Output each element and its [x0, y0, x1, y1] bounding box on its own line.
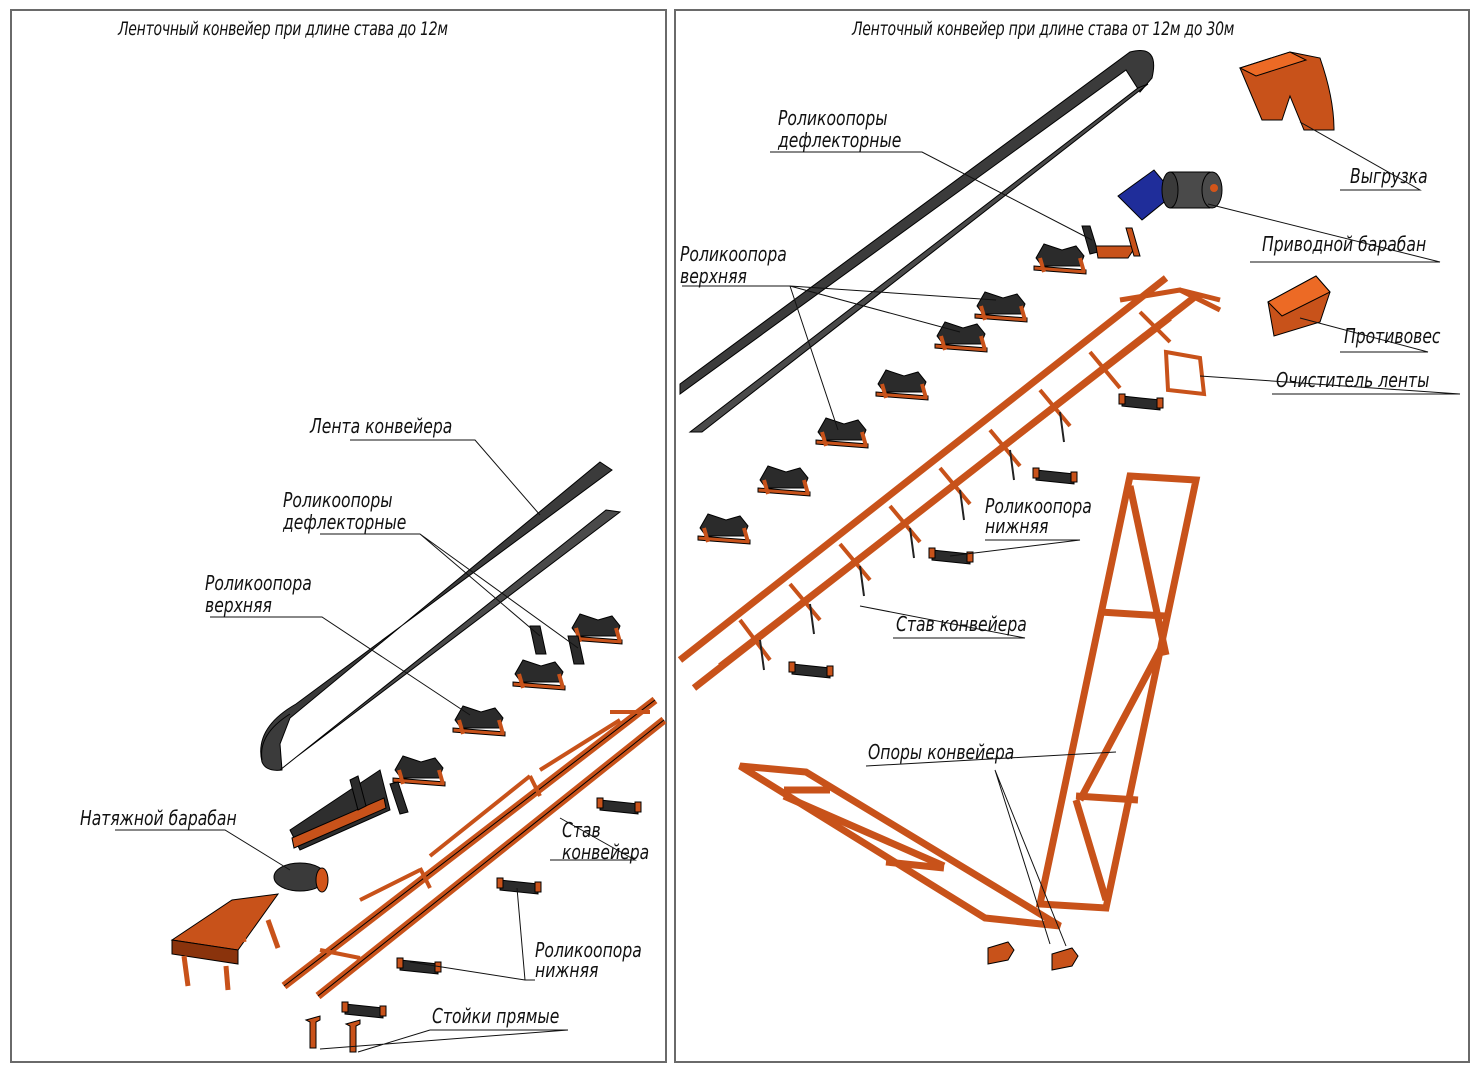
leader-lines-left — [115, 439, 637, 1053]
label-frame: Став конвейера — [896, 612, 1027, 636]
label-counterweight: Противовес — [1344, 324, 1441, 348]
label-drive-drum: Приводной барабан — [1262, 232, 1427, 256]
support-frame-tilted — [738, 762, 1062, 930]
support-frame-tall — [1035, 472, 1201, 912]
label-upper-idler-line2: верхняя — [680, 264, 747, 288]
label-lower-idler-line2: нижняя — [535, 958, 599, 982]
label-tension-drum: Натяжной барабан — [80, 806, 237, 830]
panel-short-conveyor — [10, 9, 667, 1063]
leader-lines-right — [682, 121, 1461, 947]
label-deflector-idlers-line1: Роликоопоры — [283, 488, 393, 512]
belt-cleaner — [1163, 349, 1207, 397]
upper-idlers-left — [391, 612, 624, 788]
label-straight-posts: Стойки прямые — [432, 1004, 560, 1028]
frame-left — [281, 696, 667, 1000]
unloading-hood — [1238, 51, 1335, 131]
panel-title-long: Ленточный конвейер при длине става от 12… — [852, 18, 1235, 40]
label-upper-idler-line1: Роликоопора — [680, 242, 787, 266]
label-lower-idler-line1: Роликоопора — [985, 494, 1092, 518]
label-lower-idler-line2: нижняя — [985, 514, 1049, 538]
deflector-idlers-right — [1081, 225, 1141, 259]
belt-right — [679, 50, 1155, 433]
label-deflector-idlers-line1: Роликоопоры — [778, 106, 888, 130]
support-feet — [987, 941, 1079, 971]
drive-drum — [1117, 169, 1223, 221]
label-unloading: Выгрузка — [1350, 164, 1428, 188]
idler-stack-left — [289, 769, 409, 851]
label-frame-line2: конвейера — [562, 840, 650, 864]
loading-hopper — [170, 893, 281, 991]
label-upper-idler-line2: верхняя — [205, 593, 272, 617]
label-deflector-idlers-line2: дефлекторные — [778, 128, 902, 152]
frame-right — [677, 275, 1222, 691]
belt-left — [260, 461, 622, 771]
straight-posts — [304, 1015, 361, 1053]
label-upper-idler-line1: Роликоопора — [205, 571, 312, 595]
panel-title-short: Ленточный конвейер при длине става до 12… — [118, 18, 448, 40]
counterweight — [1267, 275, 1331, 337]
label-deflector-idlers-line2: дефлекторные — [283, 510, 407, 534]
deflector-idlers-left — [529, 625, 585, 665]
label-belt: Лента конвейера — [310, 414, 453, 438]
label-belt-cleaner: Очиститель ленты — [1276, 368, 1430, 392]
label-supports: Опоры конвейера — [868, 740, 1015, 764]
panel-long-conveyor — [674, 9, 1470, 1063]
label-frame-line1: Став — [562, 818, 601, 842]
label-lower-idler-line1: Роликоопора — [535, 938, 642, 962]
tension-drum — [273, 862, 329, 893]
